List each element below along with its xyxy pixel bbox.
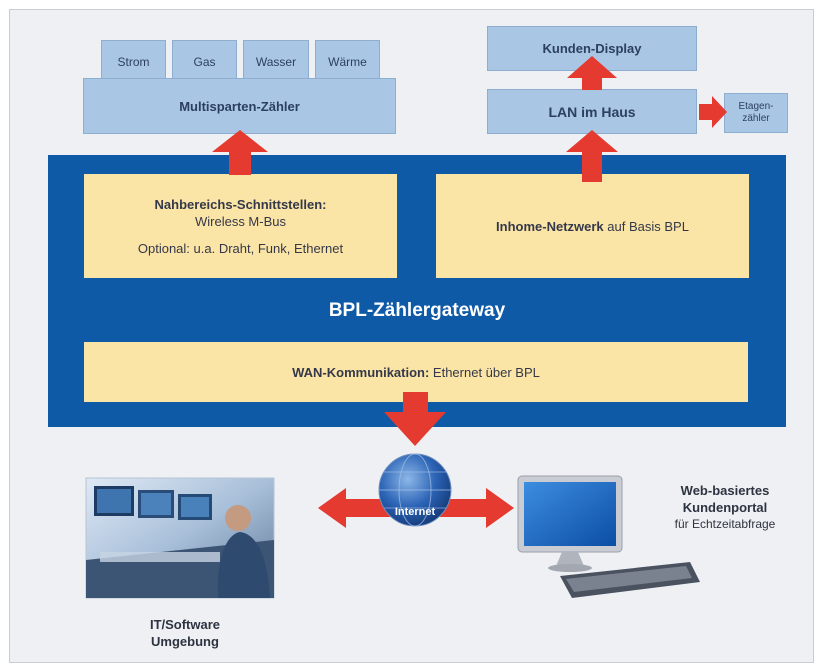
etagen-line-1: Etagen-	[738, 101, 774, 112]
inhome-netzwerk-panel: Inhome-Netzwerk auf Basis BPL	[436, 174, 749, 278]
nah-line1: Wireless M-Bus	[194, 213, 286, 229]
lan-im-haus-box: LAN im Haus	[487, 89, 697, 134]
arrow-down-internet	[384, 392, 446, 446]
kunden-display-box: Kunden-Display	[487, 26, 697, 71]
etagen-line-2: zähler	[742, 113, 770, 124]
kundenportal-caption: Web-basiertes Kundenportal für Echtzeita…	[630, 482, 820, 533]
wan-rest: Ethernet über BPL	[429, 364, 540, 380]
nahbereichs-schnittstellen-panel: Nahbereichs-Schnittstellen: Wireless M-B…	[84, 174, 397, 278]
portal-line1: Web-basiertes	[680, 483, 770, 498]
meter-tab-gas: Gas	[172, 40, 237, 83]
it-control-room-photo	[85, 477, 275, 599]
computer-icon	[517, 475, 700, 598]
gateway-title: BPL-Zählergateway	[328, 300, 506, 321]
nah-heading: Nahbereichs-Schnittstellen:	[154, 196, 327, 212]
meter-tab-strom: Strom	[101, 40, 166, 83]
portal-line3: für Echtzeitabfrage	[674, 517, 776, 531]
arrow-up-display	[567, 56, 617, 90]
it-line2: Umgebung	[151, 634, 219, 649]
arrow-right-etagen	[699, 96, 727, 128]
it-line1: IT/Software	[149, 617, 221, 632]
multisparten-zaehler-box: Multisparten-Zähler	[83, 78, 396, 134]
it-caption: IT/Software Umgebung	[110, 616, 260, 650]
globe-label: Internet	[395, 506, 436, 518]
inhome-bold: Inhome-Netzwerk	[496, 218, 604, 234]
nah-line2: Optional: u.a. Draht, Funk, Ethernet	[137, 240, 344, 256]
wan-bold: WAN-Kommunikation:	[292, 364, 430, 380]
inhome-rest: auf Basis BPL	[603, 218, 689, 234]
arrow-up-meter	[212, 130, 268, 175]
portal-line2: Kundenportal	[682, 500, 768, 515]
internet-globe-icon	[378, 453, 452, 527]
arrow-up-lan	[566, 130, 618, 182]
